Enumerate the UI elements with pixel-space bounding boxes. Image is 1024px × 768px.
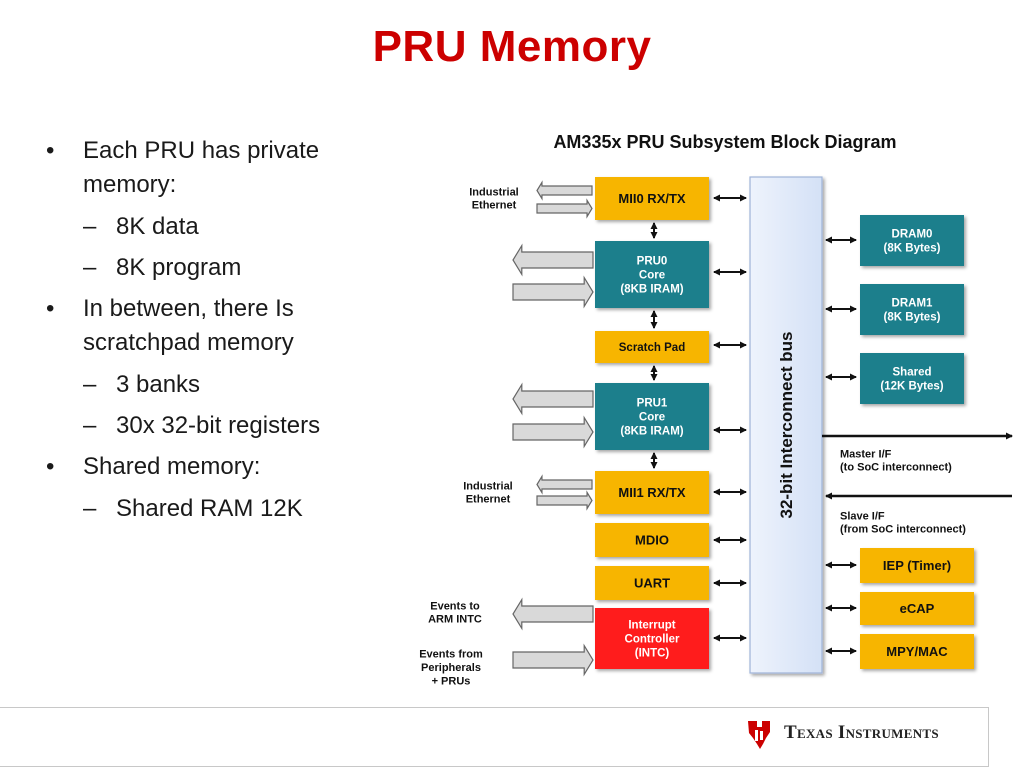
diagram-label: (INTC) bbox=[635, 648, 670, 660]
eth0-in-arrow bbox=[536, 180, 593, 201]
diagram-label: (8KB IRAM) bbox=[620, 284, 683, 296]
diagram-label: Slave I/F bbox=[840, 510, 885, 522]
bullet-text: 3 banks bbox=[116, 371, 201, 398]
diagram-label: Shared bbox=[893, 367, 932, 379]
pru1-in-arrow bbox=[512, 415, 594, 449]
events-to-arrow bbox=[512, 597, 594, 631]
pru1-out-arrow bbox=[512, 382, 594, 416]
diagram-label: PRU0 bbox=[637, 256, 668, 268]
iep-block bbox=[860, 548, 974, 583]
uart-block bbox=[595, 566, 709, 600]
dram0-block bbox=[860, 215, 964, 266]
diagram-label: Industrial bbox=[463, 480, 513, 492]
mii1-block bbox=[595, 471, 709, 514]
bullet-text: In between, there Is scratchpad memory bbox=[83, 295, 294, 356]
diagram-label: DRAM1 bbox=[892, 298, 933, 310]
diagram-label: MDIO bbox=[635, 533, 669, 548]
sub-bullet-item: –8K data bbox=[40, 210, 380, 244]
eth0-out-arrow bbox=[536, 198, 593, 219]
bullet-mark: • bbox=[46, 295, 55, 322]
diagram-label: DRAM0 bbox=[892, 229, 933, 241]
bullet-mark: – bbox=[83, 371, 97, 398]
scratch-block bbox=[595, 331, 709, 363]
texas-instruments-logo-icon bbox=[748, 721, 770, 749]
bullet-item: • Shared memory: bbox=[40, 450, 380, 484]
pru0-in-arrow bbox=[512, 275, 594, 309]
pru1-block bbox=[595, 383, 709, 450]
bullet-text: 8K program bbox=[116, 254, 242, 281]
bullet-mark: • bbox=[46, 137, 55, 164]
ecap-block bbox=[860, 592, 974, 625]
mpymac-block bbox=[860, 634, 974, 669]
diagram-label: MPY/MAC bbox=[886, 644, 948, 659]
shared-block bbox=[860, 353, 964, 404]
diagram-label: Events to bbox=[430, 600, 480, 612]
sub-bullet-item: –8K program bbox=[40, 251, 380, 285]
bullet-item: • Each PRU has private memory: bbox=[40, 134, 380, 202]
bullet-mark: – bbox=[83, 254, 97, 281]
diagram-label: (8K Bytes) bbox=[884, 243, 941, 255]
diagram-label: Core bbox=[639, 270, 665, 282]
bullet-text: Each PRU has private memory: bbox=[83, 137, 320, 198]
eth1-in-arrow bbox=[536, 474, 593, 495]
diagram-label: + PRUs bbox=[432, 675, 471, 687]
pru0-block bbox=[595, 241, 709, 308]
diagram-label: (12K Bytes) bbox=[880, 381, 943, 393]
interconnect-bus bbox=[749, 176, 823, 674]
diagram-label: Ethernet bbox=[472, 200, 517, 212]
diagram-label: Core bbox=[639, 412, 665, 424]
bullet-text: Shared RAM 12K bbox=[116, 495, 303, 522]
bullet-text: 8K data bbox=[116, 213, 199, 240]
sub-bullet-item: –Shared RAM 12K bbox=[40, 492, 380, 526]
diagram-label: Scratch Pad bbox=[619, 342, 685, 354]
intc-block bbox=[595, 608, 709, 669]
bullet-mark: – bbox=[83, 213, 97, 240]
diagram-label: (to SoC interconnect) bbox=[840, 462, 952, 474]
footer-brand: Texas Instruments bbox=[784, 722, 939, 743]
slide-title: PRU Memory bbox=[372, 22, 652, 71]
diagram-label: Interrupt bbox=[628, 620, 675, 632]
dram1-block bbox=[860, 284, 964, 335]
diagram-label: ARM INTC bbox=[428, 614, 482, 626]
diagram-title: AM335x PRU Subsystem Block Diagram bbox=[553, 132, 897, 152]
diagram-label: IEP (Timer) bbox=[883, 558, 951, 573]
diagram-label: Events from bbox=[419, 649, 483, 661]
diagram-label: Industrial bbox=[469, 186, 519, 198]
bullet-list: •Each PRU has private memory:–8K data–8K… bbox=[40, 134, 380, 533]
diagram-label: MII1 RX/TX bbox=[618, 485, 686, 500]
footer-bar bbox=[0, 707, 989, 767]
mdio-block bbox=[595, 523, 709, 557]
diagram-label: eCAP bbox=[900, 601, 935, 616]
bullet-mark: – bbox=[83, 412, 97, 439]
bullet-mark: • bbox=[46, 453, 55, 480]
diagram-label: Master I/F bbox=[840, 448, 892, 460]
bullet-mark: – bbox=[83, 495, 97, 522]
bullet-text: 30x 32-bit registers bbox=[116, 412, 321, 439]
diagram-label: Peripherals bbox=[421, 662, 481, 674]
sub-bullet-item: –3 banks bbox=[40, 368, 380, 402]
diagram-label: Ethernet bbox=[466, 494, 511, 506]
diagram-label: (from SoC interconnect) bbox=[840, 524, 966, 536]
bullet-text: Shared memory: bbox=[83, 453, 261, 480]
diagram-label: Controller bbox=[625, 634, 680, 646]
sub-bullet-item: –30x 32-bit registers bbox=[40, 409, 380, 443]
events-from-arrow bbox=[512, 643, 594, 677]
diagram-label: PRU1 bbox=[637, 398, 668, 410]
eth1-out-arrow bbox=[536, 490, 593, 511]
bus-label: 32-bit Interconnect bus bbox=[777, 331, 796, 518]
pru0-out-arrow bbox=[512, 243, 594, 277]
bullet-item: • In between, there Is scratchpad memory bbox=[40, 292, 380, 360]
mii0-block bbox=[595, 177, 709, 220]
diagram-label: (8KB IRAM) bbox=[620, 426, 683, 438]
diagram-label: UART bbox=[634, 576, 670, 591]
diagram-label: MII0 RX/TX bbox=[618, 191, 686, 206]
diagram-label: (8K Bytes) bbox=[884, 312, 941, 324]
